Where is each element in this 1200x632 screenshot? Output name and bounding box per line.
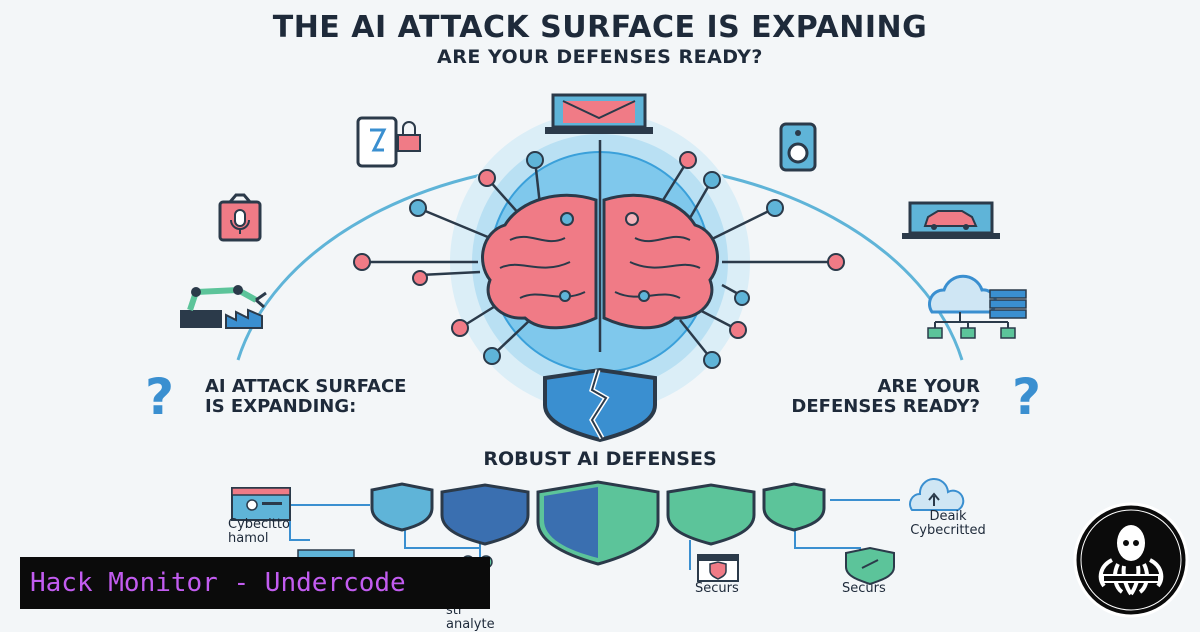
- defenses-title: ROBUST AI DEFENSES: [483, 448, 717, 470]
- node: [526, 151, 544, 169]
- shield-icon: [666, 483, 756, 546]
- node: [451, 319, 469, 337]
- node: [409, 199, 427, 217]
- cloud-label: Deaik Cybecritted: [893, 510, 1003, 538]
- phone-lock-icon: [356, 116, 421, 168]
- node: [703, 351, 721, 369]
- question-mark-icon: ?: [145, 368, 175, 426]
- node: [766, 199, 784, 217]
- green-shield-icon: [845, 546, 895, 586]
- smart-speaker-icon: [779, 122, 817, 172]
- shield-icon: [762, 482, 826, 532]
- browser-icon: [231, 487, 291, 521]
- node: [412, 270, 428, 286]
- node: [483, 347, 501, 365]
- microphone-icon: [218, 193, 262, 242]
- defenses-ready-line-2: DEFENSES READY?: [791, 396, 980, 417]
- node: [478, 169, 496, 187]
- cloud-label-line-2: Cybecritted: [910, 523, 986, 538]
- shield-row: [370, 480, 826, 566]
- defenses-ready-line-1: ARE YOUR: [877, 376, 980, 397]
- octopus-logo-icon: [1073, 502, 1189, 618]
- analyze-label-line-3: analyte: [446, 617, 495, 632]
- robot-arm-icon: [180, 285, 267, 329]
- page-title: THE AI ATTACK SURFACE IS EXPANING: [272, 10, 928, 45]
- laptop-mail-icon: [545, 93, 653, 134]
- attack-surface-statement: AI ATTACK SURFACE IS EXPANDING:: [205, 377, 406, 417]
- circuit-traces: [362, 140, 836, 361]
- secure-label-2: Securs: [842, 581, 886, 596]
- cloud-network-icon: [927, 274, 1027, 339]
- node: [734, 290, 750, 306]
- brain-icon: [481, 193, 719, 330]
- cyber-label: Cybecitto hamol: [228, 518, 290, 546]
- node: [827, 253, 845, 271]
- secure-label-1: Securs: [695, 581, 739, 596]
- defense-connectors: [289, 499, 900, 570]
- shield-icon: [370, 482, 434, 532]
- broken-shield-icon: [543, 367, 657, 443]
- node: [353, 253, 371, 271]
- cloud-label-line-1: Deaik: [929, 509, 967, 524]
- browser-shield-icon: [697, 554, 739, 582]
- defenses-ready-statement: ARE YOUR DEFENSES READY?: [758, 377, 980, 417]
- cyber-label-line-2: hamol: [228, 531, 269, 546]
- cyber-label-line-1: Cybecitto: [228, 517, 290, 532]
- circuit-nodes: [353, 151, 845, 369]
- attack-surface-line-1: AI ATTACK SURFACE: [205, 376, 407, 397]
- car-laptop-icon: [902, 201, 1000, 239]
- cloud-upload-icon: [909, 477, 965, 511]
- node: [703, 171, 721, 189]
- node: [729, 321, 747, 339]
- attack-surface-line-2: IS EXPANDING:: [205, 396, 357, 417]
- brand-banner: Hack Monitor - Undercode: [20, 557, 490, 609]
- question-mark-icon: ?: [1012, 368, 1042, 426]
- shield-icon: [440, 483, 530, 546]
- page-subtitle: ARE YOUR DEFENSES READY?: [437, 46, 763, 68]
- node: [679, 151, 697, 169]
